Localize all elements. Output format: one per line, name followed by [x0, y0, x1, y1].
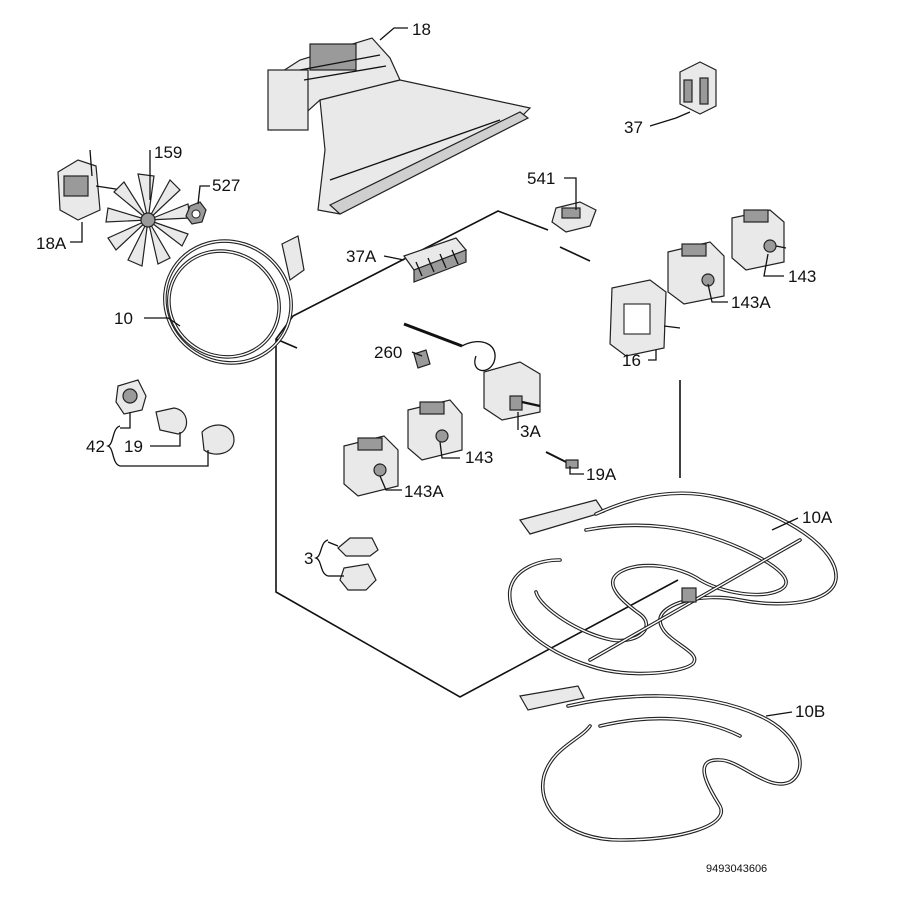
label-10: 10 [114, 309, 133, 328]
fan-blade-part [105, 173, 191, 267]
rotary-switch-143a-center-part [343, 435, 399, 497]
label-143-right: 143 [788, 267, 816, 286]
terminal-block-part [403, 237, 467, 283]
duct-cover-part [267, 37, 532, 215]
rotary-switch-143a-right-part [667, 241, 725, 305]
thermostat-part [403, 322, 541, 421]
label-37: 37 [624, 118, 643, 137]
switch-housing-part [609, 279, 681, 357]
label-18a: 18A [36, 234, 67, 253]
label-143a-center: 143A [404, 482, 444, 501]
label-159: 159 [154, 143, 182, 162]
clip-part [337, 537, 379, 591]
grill-heating-element [507, 491, 838, 676]
label-541: 541 [527, 169, 555, 188]
label-42: 42 [86, 437, 105, 456]
label-3a: 3A [520, 422, 541, 441]
rotary-switch-center-part [407, 399, 463, 461]
label-37a: 37A [346, 247, 377, 266]
leader-lines [70, 27, 799, 717]
sensor-part [545, 451, 579, 469]
bottom-heating-element [519, 685, 802, 842]
rotary-switch-right-part [731, 209, 787, 271]
label-10a: 10A [802, 508, 833, 527]
fan-motor-part [57, 149, 123, 221]
oven-lamp-part [115, 379, 235, 455]
label-18: 18 [412, 20, 431, 39]
nut-part [185, 201, 207, 225]
part-labels: 18 37 159 527 18A 541 37A 143 143A 10 16… [36, 20, 833, 875]
bracket-clip-part [679, 61, 717, 115]
label-19: 19 [124, 437, 143, 456]
label-10b: 10B [795, 702, 825, 721]
switch-clip-part [551, 201, 597, 233]
circular-heating-element [163, 235, 305, 365]
label-19a: 19A [586, 465, 617, 484]
drawing-number: 9493043606 [706, 863, 767, 875]
label-3: 3 [304, 549, 313, 568]
label-16: 16 [622, 351, 641, 370]
label-143-center: 143 [465, 448, 493, 467]
label-260: 260 [374, 343, 402, 362]
label-143a-right: 143A [731, 293, 771, 312]
label-527: 527 [212, 176, 240, 195]
